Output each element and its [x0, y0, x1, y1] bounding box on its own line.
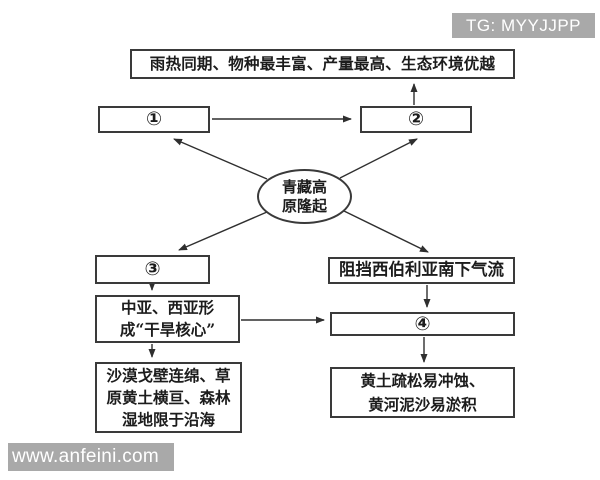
loess-line2: 黄河泥沙易淤积 — [368, 394, 477, 414]
node-box4-label: ④ — [414, 312, 431, 335]
node-box3-label: ③ — [144, 258, 161, 280]
node-top-result-label: 雨热同期、物种最丰富、产量最高、生态环境优越 — [149, 53, 496, 73]
node-plateau-uplift-ellipse: 青藏高 原隆起 — [257, 169, 352, 224]
node-top-result: 雨热同期、物种最丰富、产量最高、生态环境优越 — [130, 49, 515, 79]
node-central-asia-arid-core: 中亚、西亚形 成“干旱核心” — [95, 295, 240, 343]
tg-watermark-badge: TG: MYYJJPP — [452, 13, 595, 38]
arrow-ellipse-to-box2 — [339, 138, 418, 179]
desert-line3: 湿地限于沿海 — [121, 409, 215, 429]
node-box3: ③ — [95, 255, 210, 284]
node-desert-landscape: 沙漠戈壁连绵、草 原黄土横亘、森林 湿地限于沿海 — [95, 362, 242, 433]
central-asia-line1: 中亚、西亚形 — [120, 298, 214, 317]
node-block-siberian-air: 阻挡西伯利亚南下气流 — [328, 257, 515, 284]
desert-line2: 原黄土横亘、森林 — [106, 387, 231, 407]
node-box4: ④ — [330, 312, 515, 336]
desert-line1: 沙漠戈壁连绵、草 — [106, 365, 231, 385]
arrow-ellipse-to-block — [343, 210, 429, 253]
plateau-uplift-line2: 原隆起 — [281, 196, 327, 215]
node-block-siberian-air-label: 阻挡西伯利亚南下气流 — [339, 260, 504, 280]
node-loess-erosion: 黄土疏松易冲蚀、 黄河泥沙易淤积 — [330, 367, 515, 418]
loess-line1: 黄土疏松易冲蚀、 — [360, 370, 485, 390]
node-box1: ① — [98, 106, 210, 133]
arrow-ellipse-to-box1 — [173, 138, 268, 180]
arrow-ellipse-to-box3 — [178, 211, 268, 251]
site-watermark: www.anfeini.com — [8, 443, 174, 471]
plateau-uplift-line1: 青藏高 — [281, 177, 327, 196]
node-box2: ② — [360, 106, 472, 133]
node-box1-label: ① — [145, 108, 163, 130]
node-box2-label: ② — [407, 108, 425, 130]
central-asia-line2: 成“干旱核心” — [119, 320, 216, 339]
